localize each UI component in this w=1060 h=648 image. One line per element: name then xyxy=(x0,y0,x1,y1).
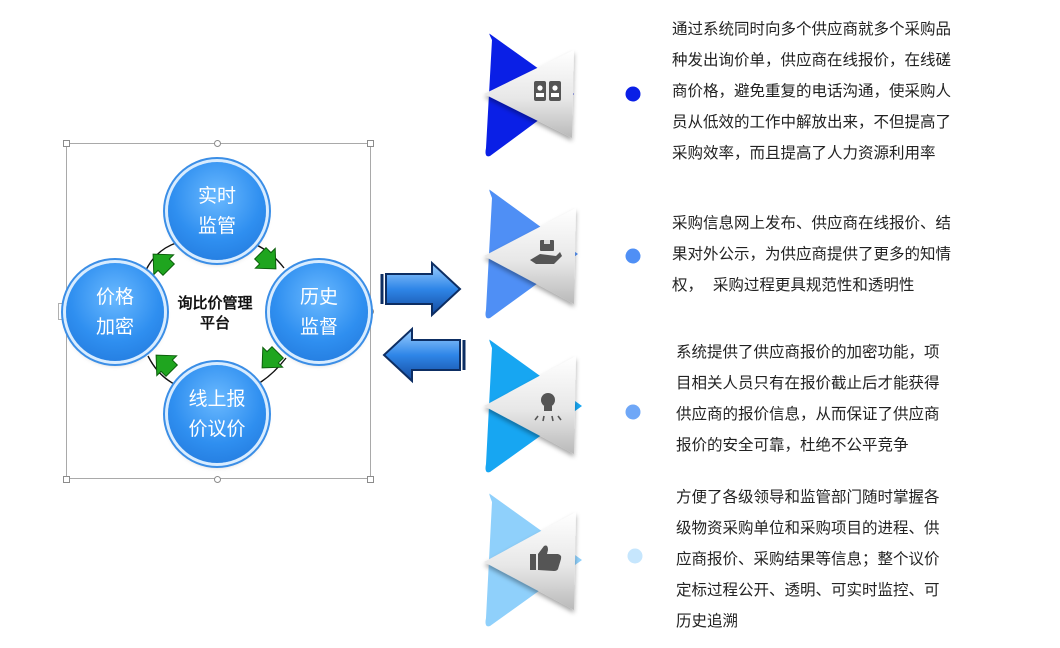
text-line: 定标过程公开、透明、可实时监控、可 xyxy=(676,581,940,599)
feature-marker-2 xyxy=(484,189,641,319)
node-realtime-monitor: 实时 监管 xyxy=(168,162,266,260)
hand-box-icon xyxy=(530,240,562,264)
text-line: 采购效率，而且提高了人力资源利用率 xyxy=(672,144,936,162)
node-label-line: 监督 xyxy=(299,316,338,338)
feature-dot xyxy=(625,404,641,420)
node-label-line: 价格 xyxy=(95,286,134,308)
feature-description-4: 方便了各级领导和监管部门随时掌握各 级物资采购单位和采购项目的进程、供 应商报价… xyxy=(676,482,1052,637)
text-line: 采购信息网上发布、供应商在线报价、结 xyxy=(672,214,952,232)
cycle-arrow-icon xyxy=(253,246,277,270)
text-line: 系统提供了供应商报价的加密功能，项 xyxy=(676,343,940,361)
resize-handle[interactable] xyxy=(63,476,70,483)
text-line: 报价的安全可靠，杜绝不公平竞争 xyxy=(676,436,909,454)
text-line: 权， 采购过程更具规范性和透明性 xyxy=(672,276,915,294)
text-line: 种发出询价单，供应商在线报价，在线磋 xyxy=(672,51,952,69)
lightbulb-icon xyxy=(534,393,562,422)
feature-dot xyxy=(627,548,643,564)
feature-marker-1 xyxy=(484,33,641,157)
node-history-supervision: 历史 监督 xyxy=(270,263,368,361)
node-label-line: 实时 xyxy=(197,185,236,207)
resize-handle[interactable] xyxy=(214,140,221,147)
node-online-quote: 线上报 价议价 xyxy=(168,365,266,463)
text-line: 员从低效的工作中解放出来，不但提高了 xyxy=(672,113,952,131)
resize-handle[interactable] xyxy=(63,140,70,147)
resize-handle[interactable] xyxy=(214,476,221,483)
cycle-connectors xyxy=(145,242,287,386)
center-label: 询比价管理 平台 xyxy=(163,293,267,333)
resize-handle[interactable] xyxy=(367,476,374,483)
feature-description-1: 通过系统同时向多个供应商就多个采购品 种发出询价单，供应商在线报价，在线磋 商价… xyxy=(672,14,1052,169)
node-price-encryption: 价格 加密 xyxy=(66,263,164,361)
flow-arrows xyxy=(380,260,466,384)
text-line: 目相关人员只有在报价截止后才能获得 xyxy=(676,374,940,392)
node-label-line: 历史 xyxy=(299,286,338,308)
feature-marker-4 xyxy=(484,493,643,627)
text-line: 级物资采购单位和采购项目的进程、供 xyxy=(676,519,940,537)
thumbs-up-icon xyxy=(530,545,562,571)
text-line: 通过系统同时向多个供应商就多个采购品 xyxy=(672,20,952,38)
cycle-arrow-icon xyxy=(261,345,285,369)
feature-markers xyxy=(484,33,643,627)
center-label-line: 平台 xyxy=(199,314,230,332)
node-label-line: 线上报 xyxy=(188,388,246,410)
node-label-line: 价议价 xyxy=(188,418,246,440)
text-line: 果对外公示，为供应商提供了更多的知情 xyxy=(672,245,952,263)
feature-description-2: 采购信息网上发布、供应商在线报价、结 果对外公示，为供应商提供了更多的知情 权，… xyxy=(672,208,1052,301)
arrow-right-icon xyxy=(380,260,462,318)
feature-dot xyxy=(625,248,641,264)
contacts-icon xyxy=(534,81,561,101)
feature-description-3: 系统提供了供应商报价的加密功能，项 目相关人员只有在报价截止后才能获得 供应商的… xyxy=(676,337,1052,461)
node-label-line: 加密 xyxy=(95,316,134,338)
text-line: 供应商的报价信息，从而保证了供应商 xyxy=(676,405,940,423)
text-line: 历史追溯 xyxy=(676,612,739,630)
arrow-left-icon xyxy=(382,326,466,384)
cycle-arrow-icon xyxy=(155,354,179,378)
text-line: 商价格，避免重复的电话沟通，使采购人 xyxy=(672,82,952,100)
text-line: 方便了各级领导和监管部门随时掌握各 xyxy=(676,488,940,506)
center-label-line: 询比价管理 xyxy=(177,294,253,312)
feature-dot xyxy=(625,86,641,102)
feature-marker-3 xyxy=(484,339,641,473)
node-label-line: 监管 xyxy=(197,215,236,237)
text-line: 应商报价、采购结果等信息；整个议价 xyxy=(676,550,940,568)
resize-handle[interactable] xyxy=(367,140,374,147)
cycle-arrow-icon xyxy=(152,253,176,277)
